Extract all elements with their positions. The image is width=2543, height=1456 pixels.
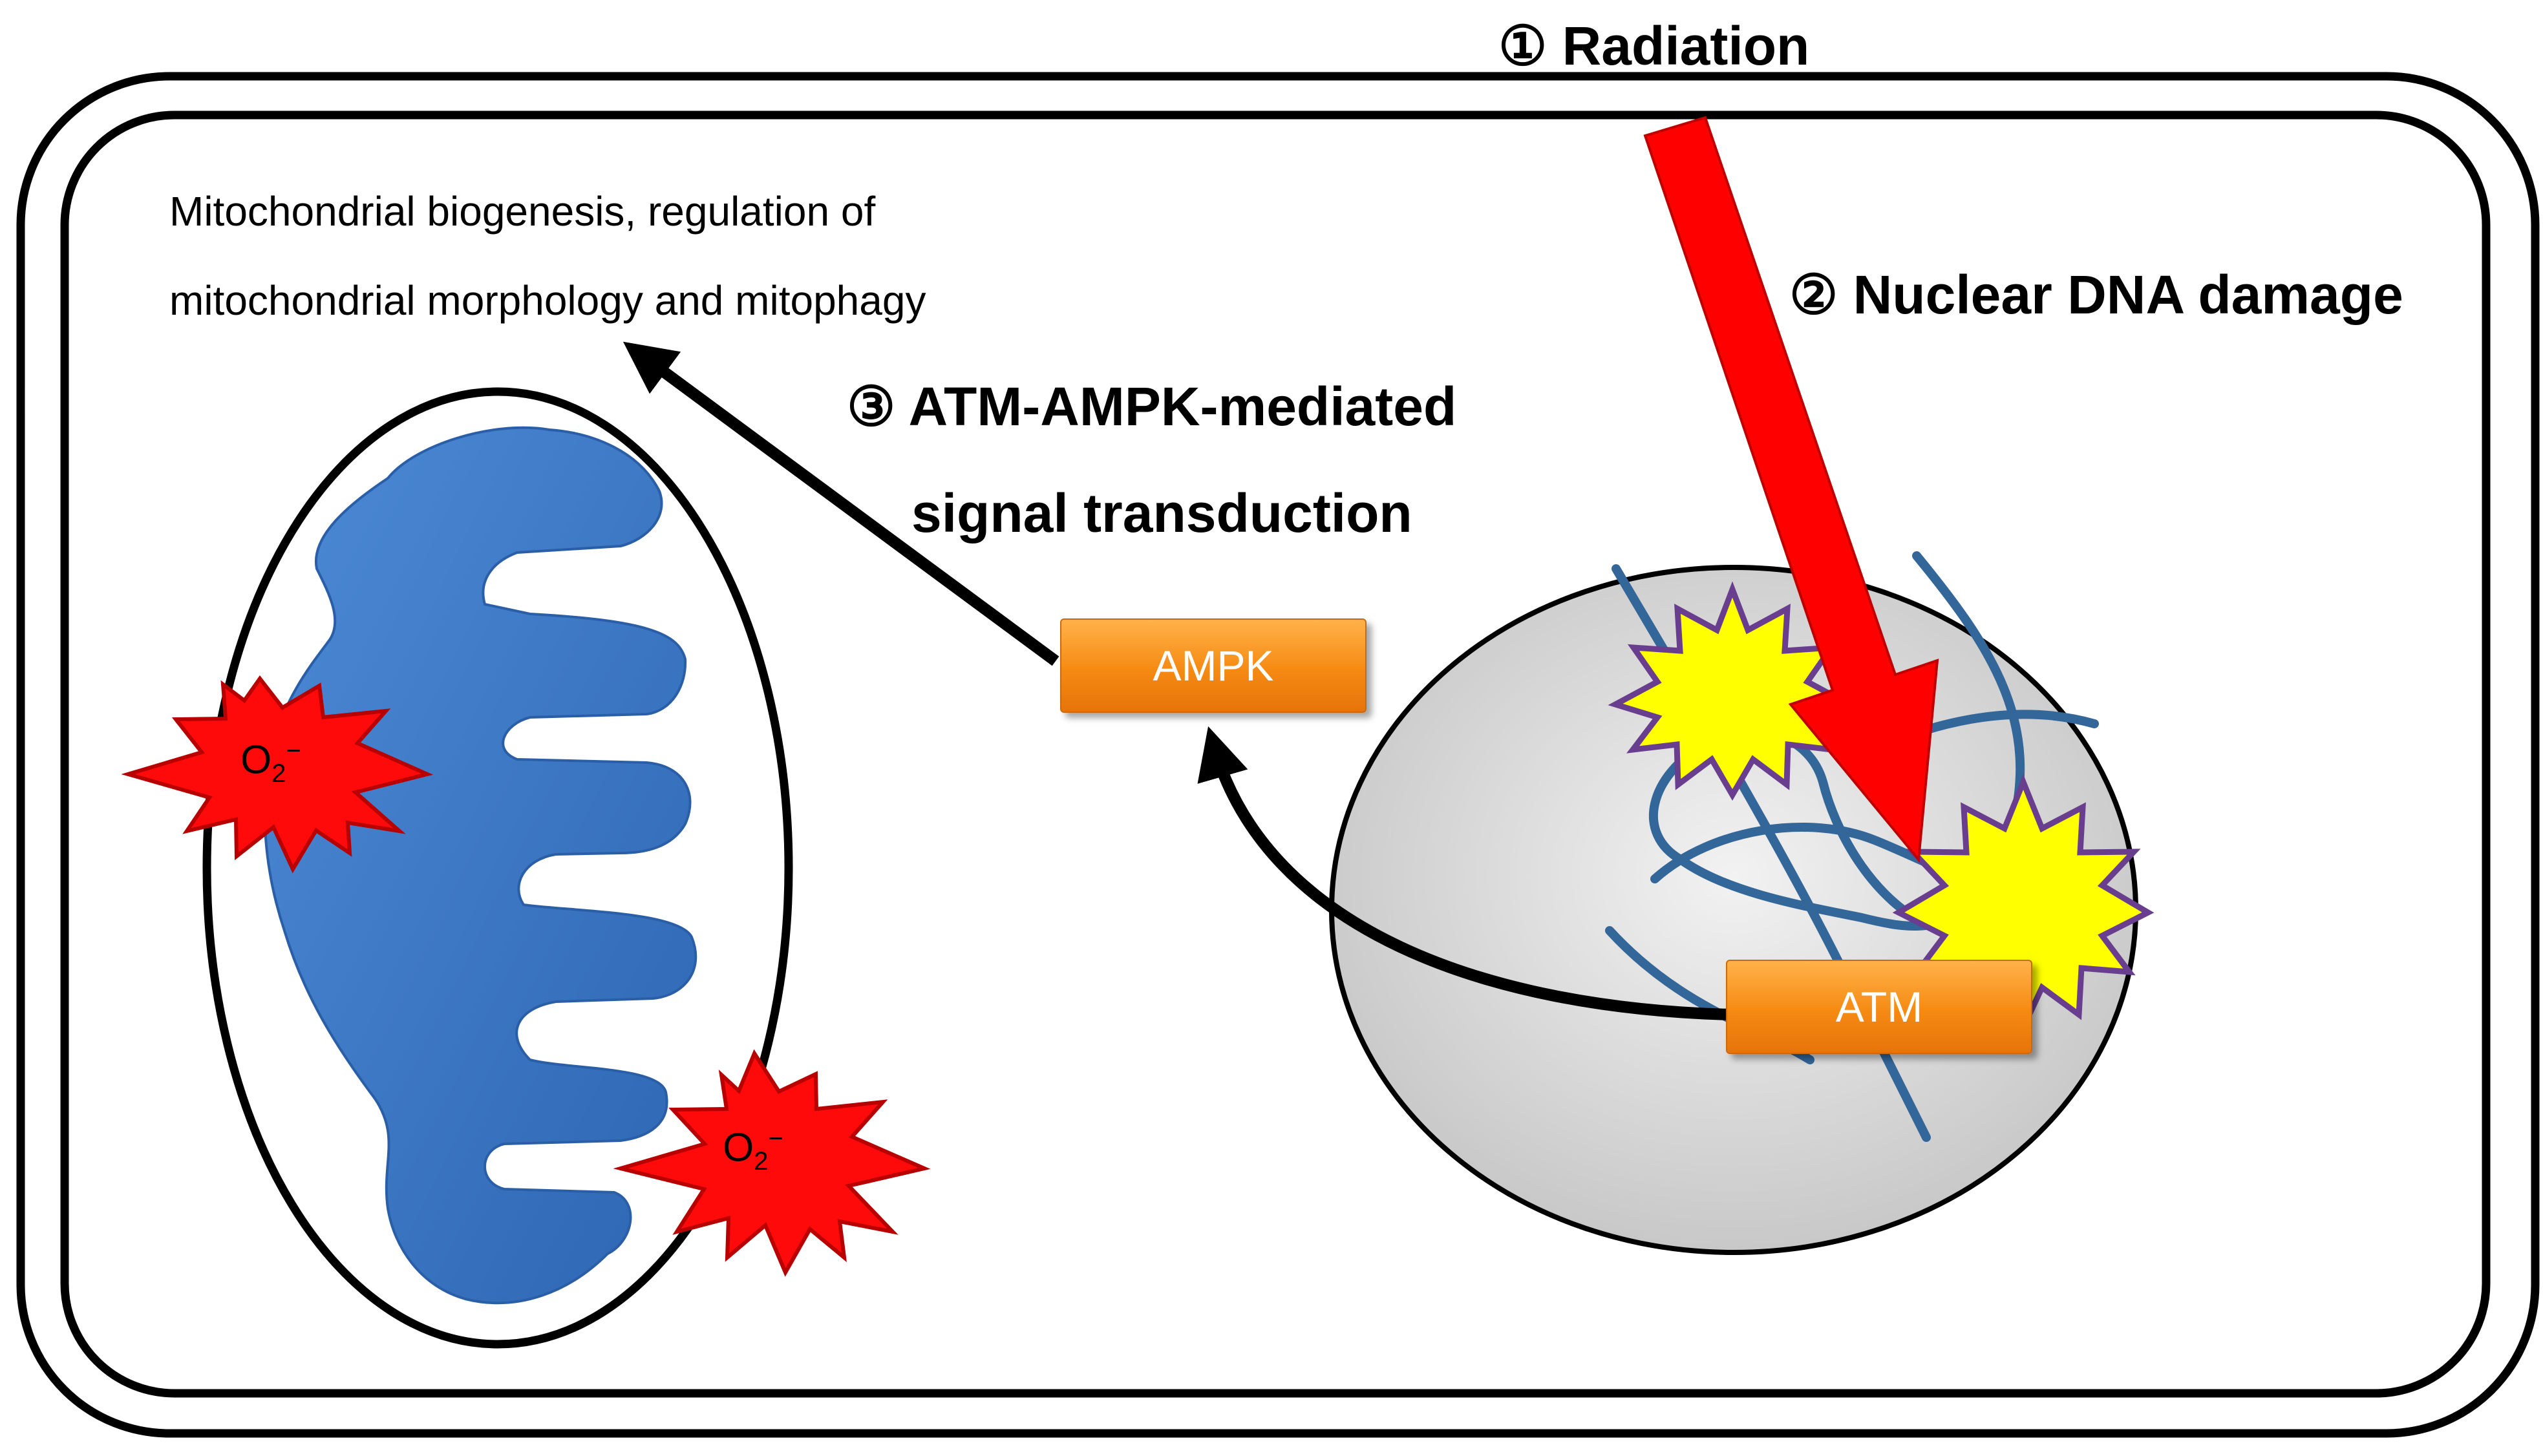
superoxide-superscript: −: [286, 737, 301, 765]
superoxide-label-2: O2−: [723, 1124, 783, 1176]
atm-box: ATM: [1726, 960, 2032, 1054]
superoxide-burst-2: [613, 1049, 931, 1277]
atm-to-ampk-arrow: [1197, 726, 1732, 1020]
superoxide-subscript: 2: [271, 759, 286, 788]
ampk-box: AMPK: [1060, 618, 1367, 713]
superoxide-burst-1: [121, 675, 434, 874]
signal-transduction-label-line2: signal transduction: [911, 483, 1412, 543]
ampk-label: AMPK: [1153, 642, 1274, 690]
radiation-label: ① Radiation: [1498, 16, 1810, 76]
cell-inner-membrane: [60, 111, 2491, 1398]
superoxide-base: O: [723, 1125, 754, 1170]
mitochondrion-membrane: [202, 387, 793, 1349]
signal-transduction-label-line1: ③ ATM-AMPK-mediated: [847, 376, 1457, 437]
mitochondrial-outcome-label-line1: Mitochondrial biogenesis, regulation of: [169, 188, 876, 235]
atm-label: ATM: [1835, 983, 1923, 1031]
superoxide-subscript: 2: [754, 1147, 769, 1176]
cell-outer-membrane: [16, 72, 2540, 1438]
nuclear-dna-damage-label: ② Nuclear DNA damage: [1789, 264, 2403, 325]
ampk-to-mitochondria-arrow: [622, 341, 1059, 666]
superoxide-superscript: −: [768, 1124, 783, 1153]
radiation-arrow: [1643, 116, 1939, 863]
superoxide-label-1: O2−: [240, 737, 301, 788]
mitochondrial-outcome-label-line2: mitochondrial morphology and mitophagy: [169, 277, 926, 324]
superoxide-base: O: [240, 737, 272, 783]
mitochondrion-body: [263, 426, 697, 1305]
